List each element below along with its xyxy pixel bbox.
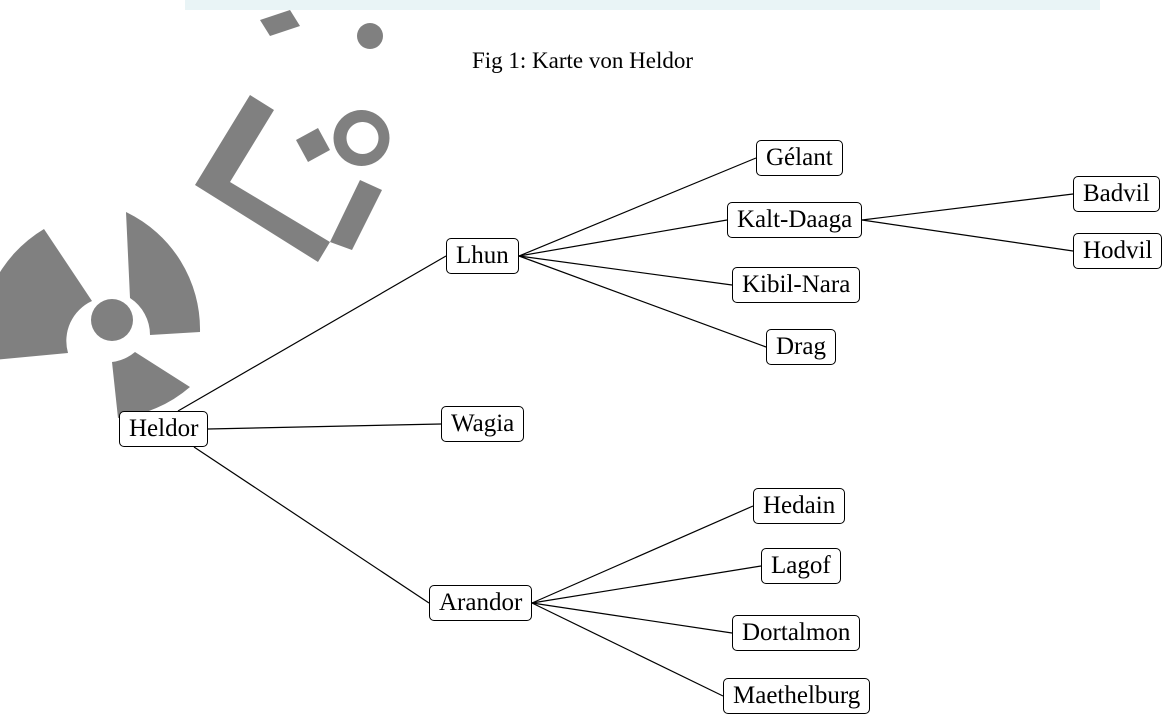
edge-arandor-hedain: [531, 505, 754, 604]
node-hodvil: Hodvil: [1073, 233, 1163, 269]
edge-heldor-arandor: [193, 446, 430, 604]
node-lagof: Lagof: [761, 548, 841, 584]
figure-caption: Fig 1: Karte von Heldor: [471, 48, 693, 73]
radiation-symbol-icon: [0, 212, 201, 418]
edge-arandor-maethelburg: [531, 602, 724, 697]
edge-kalt_daaga-badvil: [861, 193, 1074, 221]
edge-arandor-dortalmon: [531, 602, 733, 634]
node-kibil-nara: Kibil-Nara: [732, 267, 861, 303]
edge-lhun-gelant: [518, 157, 757, 257]
edge-lhun-kibil_nara: [518, 255, 733, 286]
node-wagia: Wagia: [441, 406, 525, 442]
edge-lhun-drag: [518, 255, 767, 348]
node-drag: Drag: [766, 329, 836, 365]
node-heldor: Heldor: [119, 411, 209, 447]
edge-arandor-lagof: [531, 565, 762, 604]
node-maethelburg: Maethelburg: [723, 678, 871, 714]
node-lhun: Lhun: [446, 238, 519, 274]
node-hedain: Hedain: [753, 488, 846, 524]
node-dortalmon: Dortalmon: [732, 615, 861, 651]
watermark-lettering: [195, 10, 390, 262]
node-arandor: Arandor: [429, 585, 533, 621]
edge-heldor-lhun: [177, 255, 447, 412]
edge-kalt_daaga-hodvil: [861, 219, 1074, 252]
top-banner-strip: [185, 0, 1100, 10]
node-badvil: Badvil: [1073, 176, 1160, 212]
edge-heldor-wagia: [207, 423, 442, 430]
edge-lhun-kalt_daaga: [518, 219, 728, 257]
node-kalt-daaga: Kalt-Daaga: [727, 202, 863, 238]
node-gelant: Gélant: [756, 140, 843, 176]
